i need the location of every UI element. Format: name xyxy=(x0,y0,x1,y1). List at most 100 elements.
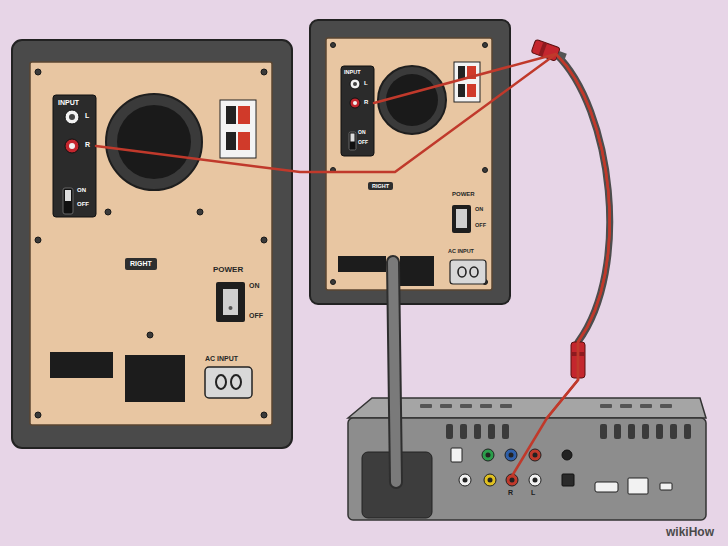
terminal-clip xyxy=(238,106,250,124)
vent xyxy=(614,424,621,439)
jack-hole xyxy=(353,101,357,105)
socket-pin xyxy=(231,375,241,389)
panel-label: ON xyxy=(358,130,366,136)
antenna xyxy=(393,262,396,482)
input-panel xyxy=(53,95,96,217)
panel-label: ON xyxy=(475,206,483,212)
speaker-cabinet xyxy=(12,40,292,448)
top-vents xyxy=(420,404,672,408)
ac-socket xyxy=(205,367,252,398)
vent xyxy=(628,424,635,439)
jack-hole xyxy=(533,478,538,483)
vent xyxy=(480,404,492,408)
vent xyxy=(460,424,467,439)
media-player: RL xyxy=(348,418,706,520)
left-speaker xyxy=(12,40,292,448)
panel-label: POWER xyxy=(213,266,243,275)
power-switch xyxy=(452,205,471,233)
panel-label: ON xyxy=(77,187,86,194)
vent xyxy=(460,404,472,408)
screw xyxy=(147,332,153,338)
jack-left xyxy=(65,110,79,124)
socket-pin xyxy=(470,267,478,277)
cable-jacket xyxy=(556,54,610,342)
jack-hole xyxy=(69,143,75,149)
panel-label: AC INPUT xyxy=(448,248,474,254)
jack-right xyxy=(350,98,360,108)
panel-label: OFF xyxy=(475,222,486,228)
rca-wire xyxy=(96,54,610,418)
terminal-clip xyxy=(458,66,465,79)
toggle-switch xyxy=(349,132,356,150)
woofer-hole xyxy=(386,74,438,126)
speaker-back: INPUTLRONOFF RIGHT POWER ON OFF AC INPUT xyxy=(326,38,492,290)
screw xyxy=(483,168,488,173)
vent xyxy=(440,404,452,408)
optical-port xyxy=(562,474,574,486)
watermark: wikiHow xyxy=(666,526,714,539)
panel-label: INPUT xyxy=(58,99,79,107)
rocker xyxy=(223,289,238,315)
panel-label: POWER xyxy=(452,191,475,198)
vent xyxy=(642,424,649,439)
vent xyxy=(474,424,481,439)
vent xyxy=(600,424,607,439)
panel-label: R xyxy=(508,489,513,497)
toggle-switch xyxy=(63,188,73,214)
screw xyxy=(197,209,203,215)
input-panel: INPUTLRONOFF xyxy=(341,66,374,156)
vent xyxy=(684,424,691,439)
terminal-clip xyxy=(226,106,236,124)
badge-label: RIGHT xyxy=(372,183,389,189)
audio-port xyxy=(562,450,572,460)
usb-port xyxy=(660,483,672,490)
panel-label: OFF xyxy=(77,201,89,208)
jack-left xyxy=(350,79,360,89)
vent xyxy=(620,404,632,408)
plug-band xyxy=(539,42,548,57)
panel-label: OFF xyxy=(249,312,263,320)
rca-cable xyxy=(512,39,610,476)
panel-label: R xyxy=(85,141,90,149)
video-jack xyxy=(482,449,494,461)
video-jack xyxy=(505,449,517,461)
rca-wire xyxy=(374,54,610,418)
side-badge: RIGHT xyxy=(368,182,393,190)
jack-hole xyxy=(488,478,493,483)
toggle-lever xyxy=(65,190,71,201)
vent xyxy=(420,404,432,408)
ac-socket xyxy=(450,260,486,284)
power-switch xyxy=(216,282,245,322)
speaker-back: INPUTLRONOFFRIGHTPOWERONOFFAC INPUT xyxy=(30,62,272,425)
panel-label: INPUT xyxy=(344,69,361,75)
vent xyxy=(600,404,612,408)
rocker xyxy=(456,209,467,228)
badge-label: RIGHT xyxy=(130,260,152,268)
rocker-dot xyxy=(229,306,233,310)
toggle-lever xyxy=(351,134,355,142)
panel-label: L xyxy=(531,489,535,497)
screw xyxy=(331,280,336,285)
jack-hole xyxy=(510,478,515,483)
screw xyxy=(35,412,41,418)
woofer-hole xyxy=(117,105,191,179)
input-panel xyxy=(341,66,374,156)
vent xyxy=(660,404,672,408)
vent xyxy=(488,424,495,439)
panel-label: L xyxy=(364,80,368,87)
screws xyxy=(35,69,267,418)
front-vents xyxy=(446,424,691,439)
screw xyxy=(483,43,488,48)
input-panel: INPUTLRONOFF xyxy=(53,95,96,217)
screw xyxy=(261,237,267,243)
terminal-clip xyxy=(226,132,236,150)
screw xyxy=(261,69,267,75)
jack-hole xyxy=(69,114,75,120)
antenna-rod xyxy=(393,262,396,482)
jack xyxy=(459,474,471,486)
screw xyxy=(331,43,336,48)
jack xyxy=(484,474,496,486)
hdmi-port xyxy=(595,482,618,492)
